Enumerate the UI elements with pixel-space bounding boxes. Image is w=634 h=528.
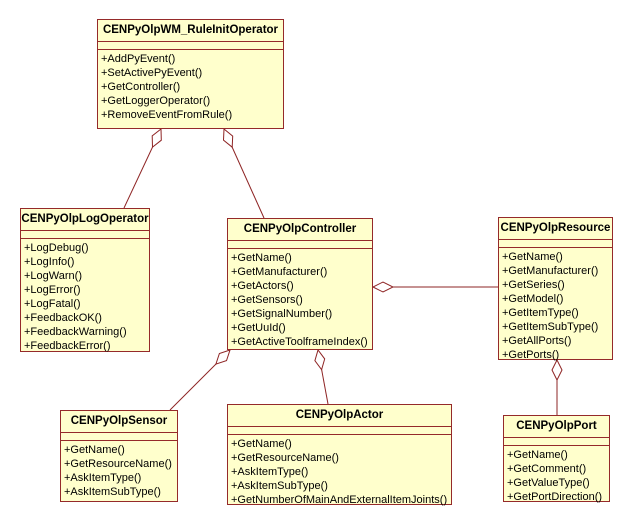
class-box-log-operator[interactable]: CENPyOlpLogOperator +LogDebug() +LogInfo()… [20, 208, 150, 352]
aggregation-diamond-icon [371, 281, 395, 293]
class-method: +FeedbackOK() [24, 312, 102, 324]
class-method: +LogInfo() [24, 256, 75, 268]
class-method: +SetActivePyEvent() [101, 67, 203, 79]
class-method: +LogFatal() [24, 298, 81, 310]
class-method: +GetSensors() [231, 294, 303, 306]
class-method: +GetController() [101, 81, 181, 93]
class-method: +LogDebug() [24, 242, 89, 254]
aggregation-connector-controller-actor [314, 348, 329, 405]
class-attributes-compartment [98, 42, 283, 50]
class-box-wm-rule-init-operator[interactable]: CENPyOlpWM_RuleInitOperator +AddPyEvent()… [97, 19, 284, 129]
class-methods-compartment: +LogDebug() +LogInfo() +LogWarn() +LogError… [21, 239, 149, 353]
class-method: +GetModel() [502, 293, 564, 305]
class-methods-compartment: +GetName() +GetResourceName() +AskItemType… [228, 435, 451, 507]
class-title: CENPyOlpWM_RuleInitOperator [98, 20, 283, 42]
class-attributes-compartment [61, 433, 177, 441]
aggregation-diamond-icon [215, 349, 231, 365]
aggregation-connector-controller-resource [371, 281, 498, 293]
class-method: +GetUuId() [231, 322, 286, 334]
class-method: +AskItemSubType() [231, 480, 328, 492]
class-title: CENPyOlpResource [499, 218, 612, 240]
aggregation-connector-controller-sensor [169, 349, 231, 411]
class-box-resource[interactable]: CENPyOlpResource +GetName() +GetManufactur… [498, 217, 613, 362]
class-attributes-compartment [21, 231, 149, 239]
class-attributes-compartment [499, 240, 612, 248]
class-box-port[interactable]: CENPyOlpPort +GetName() +GetComment() +GetV… [503, 415, 610, 504]
class-methods-compartment: +GetName() +GetResourceName() +AskItemType… [61, 441, 177, 499]
class-title: CENPyOlpActor [228, 405, 451, 427]
class-method: +GetSignalNumber() [231, 308, 333, 320]
class-method: +AskItemType() [64, 472, 142, 484]
class-title: CENPyOlpLogOperator [21, 209, 149, 231]
class-box-actor[interactable]: CENPyOlpActor +GetName() +GetResourceName(… [227, 404, 452, 507]
class-method: +GetLoggerOperator() [101, 95, 211, 107]
class-method: +GetPorts() [502, 349, 560, 361]
class-method: +GetName() [231, 438, 292, 450]
class-methods-compartment: +GetName() +GetManufacturer() +GetActors()… [228, 249, 372, 349]
class-box-controller[interactable]: CENPyOlpController +GetName() +GetManufact… [227, 218, 373, 350]
class-method: +FeedbackError() [24, 340, 111, 352]
class-method: +FeedbackWarning() [24, 326, 127, 338]
class-method: +GetActiveToolframeIndex() [231, 336, 368, 348]
class-method: +GetNumberOfMainAndExternalItemJoints() [231, 494, 448, 506]
aggregation-connector-ruleinit-controller [222, 127, 265, 219]
aggregation-diamond-icon [222, 127, 234, 149]
class-method: +GetName() [507, 449, 568, 461]
class-method: +GetComment() [507, 463, 587, 475]
class-method: +RemoveEventFromRule() [101, 109, 233, 121]
aggregation-diamond-icon [314, 348, 326, 371]
class-method: +GetValueType() [507, 477, 590, 489]
class-attributes-compartment [504, 438, 609, 446]
class-method: +GetActors() [231, 280, 294, 292]
class-attributes-compartment [228, 427, 451, 435]
class-box-sensor[interactable]: CENPyOlpSensor +GetName() +GetResourceName… [60, 410, 178, 502]
class-method: +GetResourceName() [64, 458, 172, 470]
class-method: +GetName() [502, 251, 563, 263]
aggregation-diamond-icon [551, 358, 563, 382]
class-method: +LogWarn() [24, 270, 82, 282]
class-method: +AskItemType() [231, 466, 309, 478]
class-method: +GetItemSubType() [502, 321, 599, 333]
class-method: +GetName() [231, 252, 292, 264]
class-method: +GetManufacturer() [231, 266, 328, 278]
class-method: +GetItemType() [502, 307, 579, 319]
class-method: +AddPyEvent() [101, 53, 176, 65]
class-method: +GetName() [64, 444, 125, 456]
class-methods-compartment: +GetName() +GetComment() +GetValueType() +G… [504, 446, 609, 504]
aggregation-connector-ruleinit-logoperator [123, 127, 162, 209]
class-methods-compartment: +AddPyEvent() +SetActivePyEvent() +GetCont… [98, 50, 283, 122]
class-method: +GetResourceName() [231, 452, 339, 464]
class-methods-compartment: +GetName() +GetManufacturer() +GetSeries()… [499, 248, 612, 362]
class-attributes-compartment [228, 241, 372, 249]
class-title: CENPyOlpController [228, 219, 372, 241]
aggregation-diamond-icon [151, 127, 162, 149]
class-method: +AskItemSubType() [64, 486, 161, 498]
class-method: +LogError() [24, 284, 81, 296]
class-method: +GetManufacturer() [502, 265, 599, 277]
class-title: CENPyOlpPort [504, 416, 609, 438]
aggregation-connector-resource-port [551, 358, 563, 415]
class-title: CENPyOlpSensor [61, 411, 177, 433]
class-method: +GetPortDirection() [507, 491, 603, 503]
class-method: +GetSeries() [502, 279, 565, 291]
class-method: +GetAllPorts() [502, 335, 572, 347]
